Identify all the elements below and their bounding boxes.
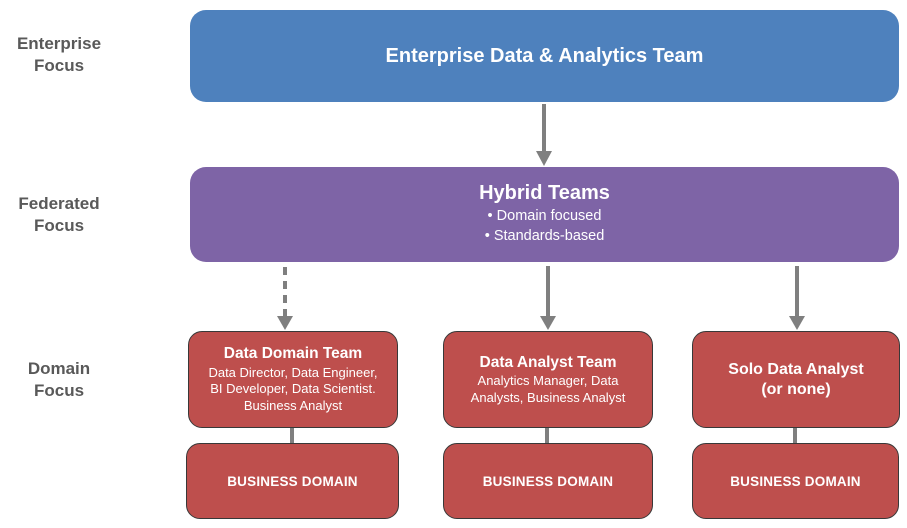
hybrid-bullet-standards-based: • Standards-based	[484, 228, 605, 244]
row-label-domain-focus: Domain Focus	[27, 359, 91, 401]
business-domain-box-3: BUSINESS DOMAIN	[692, 443, 899, 519]
data-domain-team-title: Data Domain Team	[223, 345, 363, 363]
data-analyst-team-box: Data Analyst Team Analytics Manager, Dat…	[443, 331, 653, 428]
data-domain-team-members: Data Director, Data Engineer, BI Develop…	[208, 364, 378, 413]
hybrid-bullet-domain-focused: • Domain focused	[487, 208, 602, 225]
hybrid-teams-box: Hybrid Teams • Domain focused • Standard…	[190, 167, 899, 262]
hybrid-box-title: Hybrid Teams	[479, 182, 610, 205]
business-domain-box-1: BUSINESS DOMAIN	[186, 443, 399, 519]
solo-data-analyst-title: Solo Data Analyst (or none)	[728, 360, 864, 398]
row-label-enterprise-focus: Enterprise Focus	[16, 34, 102, 76]
enterprise-data-analytics-team-box: Enterprise Data & Analytics Team	[190, 10, 899, 102]
data-domain-team-box: Data Domain Team Data Director, Data Eng…	[188, 331, 398, 428]
enterprise-box-title: Enterprise Data & Analytics Team	[385, 44, 704, 67]
arrow-analyst-head	[540, 316, 556, 330]
business-domain-box-2: BUSINESS DOMAIN	[443, 443, 653, 519]
arrow-solo-head	[789, 316, 805, 330]
arrow-enterprise-to-hybrid-head	[536, 151, 552, 166]
solo-data-analyst-box: Solo Data Analyst (or none)	[692, 331, 900, 428]
arrow-dashed-head	[277, 316, 293, 330]
data-analyst-team-title: Data Analyst Team	[479, 353, 617, 371]
row-label-federated-focus: Federated Focus	[18, 194, 100, 236]
data-analyst-team-members: Analytics Manager, Data Analysts, Busine…	[470, 373, 626, 405]
